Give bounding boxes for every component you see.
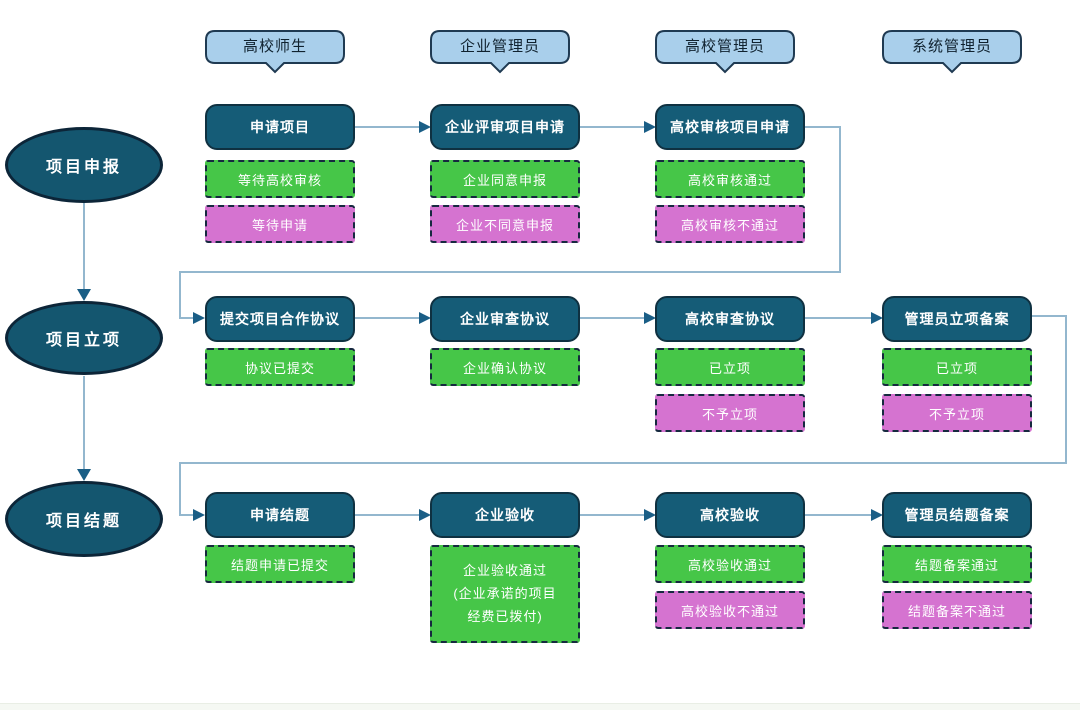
process-node-enterprise-review-application: 企业评审项目申请 bbox=[430, 104, 580, 150]
role-badge-university-admin: 高校管理员 bbox=[655, 30, 795, 74]
process-node-admin-conclusion-filing: 管理员结题备案 bbox=[882, 492, 1032, 538]
connector-apply-to-enterprise-review bbox=[355, 121, 431, 133]
process-node-apply-project: 申请项目 bbox=[205, 104, 355, 150]
status-box: 高校审核通过 bbox=[655, 160, 805, 198]
role-badge-university-staff: 高校师生 bbox=[205, 30, 345, 74]
process-node-enterprise-check-agreement: 企业审查协议 bbox=[430, 296, 580, 342]
process-node-university-check-agreement: 高校审查协议 bbox=[655, 296, 805, 342]
status-box: 不予立项 bbox=[655, 394, 805, 432]
status-line: 企业验收通过 bbox=[462, 563, 547, 578]
connector-enterprise-review-to-university-review bbox=[580, 121, 656, 133]
arrowhead-down-icon bbox=[77, 469, 91, 481]
connector-enterprise-check-to-university-check bbox=[580, 312, 656, 324]
arrowhead-icon bbox=[193, 509, 205, 521]
arrowhead-icon bbox=[419, 509, 431, 521]
arrowhead-icon bbox=[644, 312, 656, 324]
status-box: 结题备案通过 bbox=[882, 545, 1032, 583]
role-label: 高校师生 bbox=[242, 38, 307, 55]
status-line: 经费已拨付) bbox=[467, 609, 543, 624]
connector-phase1-to-phase2 bbox=[77, 203, 91, 301]
status-box: 结题备案不通过 bbox=[882, 591, 1032, 629]
bottom-edge-strip bbox=[0, 703, 1080, 710]
status-box: 已立项 bbox=[882, 348, 1032, 386]
phase-ellipse-establishment: 项目立项 bbox=[5, 301, 163, 375]
connector-university-check-to-admin-filing bbox=[805, 312, 883, 324]
arrowhead-icon bbox=[871, 509, 883, 521]
connector-apply-conclusion-to-enterprise-acceptance bbox=[355, 509, 431, 521]
status-box: 企业不同意申报 bbox=[430, 205, 580, 243]
status-box: 协议已提交 bbox=[205, 348, 355, 386]
process-node-university-review-application: 高校审核项目申请 bbox=[655, 104, 805, 150]
process-node-enterprise-acceptance: 企业验收 bbox=[430, 492, 580, 538]
ribbon-badge-icon bbox=[430, 30, 570, 74]
status-box: 等待申请 bbox=[205, 205, 355, 243]
arrowhead-icon bbox=[871, 312, 883, 324]
connector-row2-to-row3 bbox=[179, 315, 1067, 521]
process-node-submit-cooperation-agreement: 提交项目合作协议 bbox=[205, 296, 355, 342]
ribbon-badge-icon bbox=[882, 30, 1022, 74]
connector-university-acceptance-to-admin-conclusion-filing bbox=[805, 509, 883, 521]
arrowhead-icon bbox=[419, 312, 431, 324]
status-box: 高校验收不通过 bbox=[655, 591, 805, 629]
status-box: 已立项 bbox=[655, 348, 805, 386]
status-box: 等待高校审核 bbox=[205, 160, 355, 198]
ribbon-badge-icon bbox=[205, 30, 345, 74]
process-node-university-acceptance: 高校验收 bbox=[655, 492, 805, 538]
connector-submit-agreement-to-enterprise-check bbox=[355, 312, 431, 324]
process-node-apply-conclusion: 申请结题 bbox=[205, 492, 355, 538]
connector-phase2-to-phase3 bbox=[77, 376, 91, 481]
status-box: 不予立项 bbox=[882, 394, 1032, 432]
arrowhead-down-icon bbox=[77, 289, 91, 301]
phase-ellipse-declaration: 项目申报 bbox=[5, 127, 163, 203]
status-box: 企业同意申报 bbox=[430, 160, 580, 198]
arrowhead-icon bbox=[193, 312, 205, 324]
role-label: 高校管理员 bbox=[684, 38, 765, 55]
role-badge-system-admin: 系统管理员 bbox=[882, 30, 1022, 74]
ribbon-badge-icon bbox=[655, 30, 795, 74]
role-label: 企业管理员 bbox=[459, 38, 540, 55]
status-box: 高校审核不通过 bbox=[655, 205, 805, 243]
role-badge-enterprise-admin: 企业管理员 bbox=[430, 30, 570, 74]
status-line: (企业承诺的项目 bbox=[453, 586, 557, 601]
arrowhead-icon bbox=[644, 509, 656, 521]
status-box: 企业确认协议 bbox=[430, 348, 580, 386]
role-label: 系统管理员 bbox=[911, 38, 992, 55]
connector-enterprise-acceptance-to-university-acceptance bbox=[580, 509, 656, 521]
arrowhead-icon bbox=[644, 121, 656, 133]
arrowhead-icon bbox=[419, 121, 431, 133]
phase-ellipse-conclusion: 项目结题 bbox=[5, 481, 163, 557]
status-box: 高校验收通过 bbox=[655, 545, 805, 583]
status-box: 企业验收通过 (企业承诺的项目 经费已拨付) bbox=[430, 545, 580, 643]
status-box: 结题申请已提交 bbox=[205, 545, 355, 583]
process-node-admin-establishment-filing: 管理员立项备案 bbox=[882, 296, 1032, 342]
connector-row1-to-row2 bbox=[179, 126, 841, 324]
